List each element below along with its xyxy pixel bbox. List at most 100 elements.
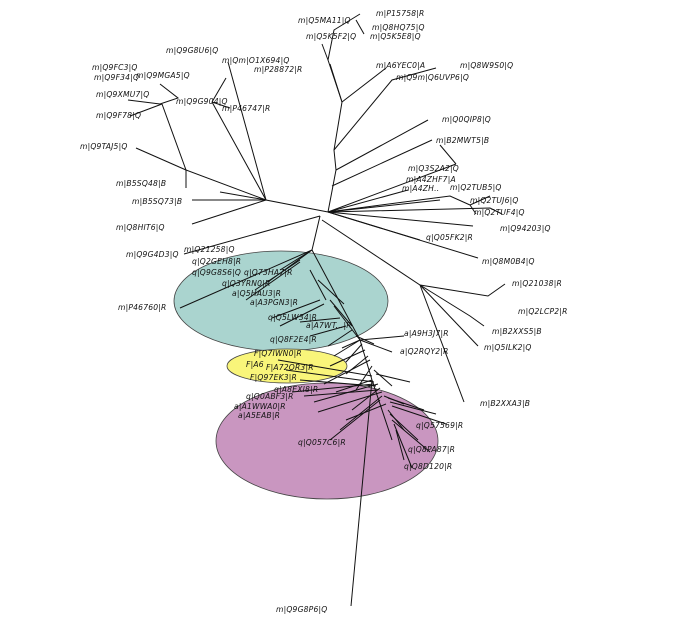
leaf-label: m|Q5MA11|Q [298,16,351,25]
tree-branch [345,403,387,421]
tree-branch [355,335,375,345]
tree-branch [391,419,431,453]
tree-branch [211,101,231,109]
leaf-label: F|Q7IWN0|R [254,349,302,358]
leaf-label: q|A8EXI8|R [274,385,318,394]
tree-branch [341,339,361,349]
leaf-label: a|A3PGN3|R [250,298,298,307]
leaf-label: a|A7WT...|R [306,321,352,330]
leaf-label: m|Q9MGA5|Q [136,71,190,80]
leaf-label: q|Q8D120|R [404,462,452,471]
leaf-label: m|B2XXS5|B [492,327,542,336]
tree-branch [333,67,437,151]
tree-branch [329,349,366,367]
leaf-label: m|P46747|R [222,104,271,113]
leaf-label: m|Q8HIT6|Q [116,223,165,232]
tree-branch [191,199,267,225]
tree-branch [419,284,465,403]
tree-branch [341,67,387,103]
leaf-label: a|Q2RQY2|R [400,347,449,356]
leaf-label: a|A1WWA0|R [234,402,286,411]
tree-branch [135,147,187,171]
leaf-label: m|Q2TUJ6|Q [470,196,519,205]
leaf-label: q|Q0ABF3|R [246,392,294,401]
tree-branch [327,211,479,259]
leaf-label: m|Q5ILK2|Q [484,343,532,352]
leaf-label: m|Q9m|Q6UVP6|Q [396,73,469,82]
leaf-label: m|Q2LCP2|R [518,307,568,316]
leaf-label: m|Q21038|R [512,279,562,288]
leaf-label: m|Q2TUB5|Q [450,183,502,192]
tree-branch [299,317,341,323]
tree-branch [327,211,474,227]
tree-branch [469,204,477,215]
tree-branch [355,19,365,35]
leaf-label: F|Q97EK3|R [250,373,297,382]
tree-branch [161,103,267,201]
leaf-label: q|Q057C6|R [298,438,346,447]
tree-branch [333,305,361,341]
leaf-label: m|Q9G904|Q [176,97,228,106]
tree-branch [387,397,425,411]
leaf-label: m|A4ZH.. [402,184,439,193]
leaf-label: m|Q9F78|Q [96,111,141,120]
leaf-label: m|Qm|O1X694|Q [222,56,290,65]
tree-branch [345,343,363,363]
tree-branch [317,279,345,305]
tree-branch [469,195,491,206]
tree-branch [329,63,343,103]
leaf-label: m|Q9XMU7|Q [96,90,149,99]
leaf-label: a|A5EAB|R [238,411,280,420]
leaf-label: q|Q9G8S6|Q [192,268,241,277]
leaf-labels: m|P15758|Rm|Q5MA11|Qm|Q8HQ75|Qm|Q5K5F2|Q… [80,9,568,614]
leaf-label: m|Q9G8P6|Q [276,605,327,614]
tree-branch [127,99,161,105]
leaf-label: m|Q94203|Q [500,224,551,233]
leaf-label: q|Q3YRN0|R [222,279,270,288]
tree-branch [351,387,381,411]
tree-branch [321,219,506,297]
tree-branch [329,299,353,327]
leaf-label: m|P28872|R [254,65,303,74]
tree-branch [271,299,321,319]
leaf-label: q|Q05FK2|R [426,233,473,242]
tree-branch [327,13,361,213]
leaf-label: m|Q21258|Q [184,245,235,254]
tree-branch [333,339,361,357]
tree-branch [279,303,325,327]
leaf-label: m|Q3S2A2|Q [408,164,459,173]
leaf-label: a|Q5HAU3|R [232,289,281,298]
leaf-label: q|Q2GEH8|R [192,257,241,266]
leaf-label: F|A72OR3|R [266,363,314,372]
leaf-label: m|P15758|R [376,9,425,18]
leaf-label: m|A6YEC0|A [376,61,425,70]
leaf-label: m|Q0QIP8|Q [442,115,491,124]
tree-branch [355,365,373,391]
leaf-label: m|Q9FC3|Q [92,63,138,72]
leaf-label: m|Q9TAJ5|Q [80,142,128,151]
leaf-label: m|B2XXA3|B [480,399,530,408]
leaf-label: m|Q9G4D3|Q [126,250,179,259]
leaf-label: m|Q9F34|Q [94,73,139,82]
tree-branch [327,163,457,213]
tree-branch [395,429,405,461]
leaf-label: q|Q57569|R [416,421,463,430]
tree-branch [183,215,321,255]
tree-branch [309,325,347,337]
tree-branch [211,101,329,213]
leaf-label: q|Q8PA87|R [408,445,455,454]
tree-branch [327,189,409,213]
tree-branch [317,391,383,413]
tree-branch [389,401,437,415]
leaf-label: m|B2MWT5|B [436,136,489,145]
tree-branch [359,339,393,353]
tree-branch [350,379,373,607]
leaf-label: m|Q2TUF4|Q [474,208,525,217]
tree-branch [211,77,227,103]
tree-branch [419,284,485,327]
tree-branch [277,359,373,377]
leaf-label: m|Q5K5E8|Q [370,32,421,41]
tree-branch [227,61,267,201]
leaf-label: m|B5SQ73|B [132,197,182,206]
